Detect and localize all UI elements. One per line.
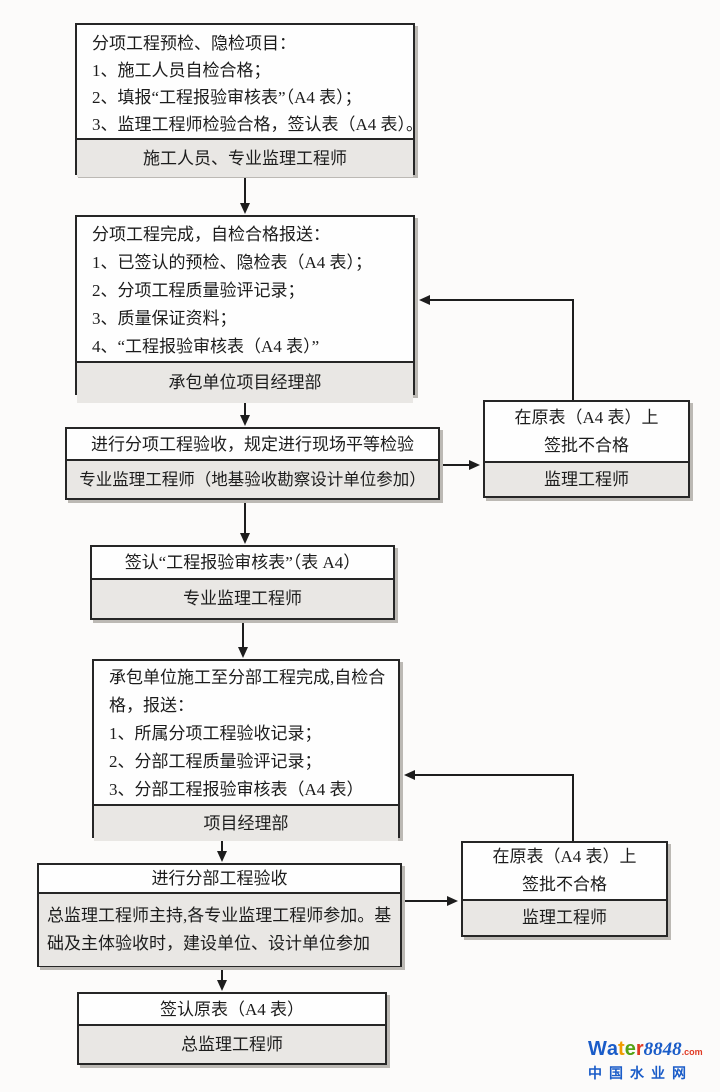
box-line: 承包单位施工至分部工程完成,自检合格，报送： bbox=[109, 668, 386, 715]
arrow-box6-to-reject2 bbox=[402, 896, 458, 906]
responsible-party: 施工人员、专业监理工程师 bbox=[77, 138, 413, 177]
division-completion-report-body: 承包单位施工至分部工程完成,自检合格，报送： 1、所属分项工程验收记录； 2、分… bbox=[94, 661, 398, 804]
reject-note-box-1: 在原表（A4 表）上 签批不合格 监理工程师 bbox=[483, 400, 690, 498]
watermark-letter: r bbox=[635, 1038, 644, 1060]
subitem-acceptance-title: 进行分项工程验收，规定进行现场平等检验 bbox=[91, 434, 414, 454]
responsible-party: 监理工程师 bbox=[485, 461, 688, 496]
responsible-party: 总监理工程师主持,各专业监理工程师参加。基础及主体验收时，建设单位、设计单位参加 bbox=[39, 892, 400, 966]
arrow-reject2-to-box5 bbox=[404, 770, 574, 841]
arrow-box1-to-box2 bbox=[240, 175, 250, 214]
watermark-letter: t bbox=[618, 1038, 625, 1060]
reject-note-2-body: 在原表（A4 表）上 签批不合格 bbox=[463, 843, 666, 899]
box-line: 1、所属分项工程验收记录； bbox=[109, 724, 322, 743]
box-line: 3、质量保证资料； bbox=[92, 309, 237, 328]
precheck-items-body: 分项工程预检、隐检项目： 1、施工人员自检合格； 2、填报“工程报验审核表”（A… bbox=[77, 25, 424, 138]
responsible-party: 项目经理部 bbox=[94, 804, 398, 841]
reject-note-box-2: 在原表（A4 表）上 签批不合格 监理工程师 bbox=[461, 841, 668, 937]
subitem-completion-report-box: 分项工程完成，自检合格报送： 1、已签认的预检、隐检表（A4 表）； 2、分项工… bbox=[75, 215, 415, 403]
watermark-tld: .com bbox=[681, 1047, 703, 1057]
arrow-box6-to-box7 bbox=[217, 967, 227, 991]
responsible-party: 专业监理工程师（地基验收勘察设计单位参加） bbox=[67, 459, 438, 498]
box-line: 2、分部工程质量验评记录； bbox=[109, 752, 322, 771]
box-line: 分项工程预检、隐检项目： bbox=[92, 34, 296, 53]
division-acceptance-box: 进行分部工程验收 总监理工程师主持,各专业监理工程师参加。基础及主体验收时，建设… bbox=[37, 863, 402, 967]
arrow-box4-to-box5 bbox=[238, 620, 248, 658]
sign-original-form-box: 签认原表（A4 表） 总监理工程师 bbox=[77, 992, 387, 1065]
arrow-box5-to-box6 bbox=[217, 838, 227, 862]
box-line: 4、“工程报验审核表（A4 表）” bbox=[92, 337, 320, 356]
box-line: 3、监理工程师检验合格，签认表（A4 表）。 bbox=[92, 115, 424, 134]
watermark-letter: W bbox=[588, 1038, 607, 1060]
box-line: 在原表（A4 表）上 bbox=[492, 847, 637, 866]
sign-review-form-box: 签认“工程报验审核表”（表 A4） 专业监理工程师 bbox=[90, 545, 395, 620]
arrow-box3-to-reject1 bbox=[440, 460, 480, 470]
responsible-party: 专业监理工程师 bbox=[92, 578, 393, 618]
precheck-items-box: 分项工程预检、隐检项目： 1、施工人员自检合格； 2、填报“工程报验审核表”（A… bbox=[75, 23, 424, 177]
box-line: 在原表（A4 表）上 bbox=[514, 407, 659, 427]
box-line: 1、已签认的预检、隐检表（A4 表）； bbox=[92, 253, 373, 272]
responsible-party: 总监理工程师 bbox=[79, 1024, 385, 1063]
subitem-acceptance-box: 进行分项工程验收，规定进行现场平等检验 专业监理工程师（地基验收勘察设计单位参加… bbox=[65, 427, 440, 500]
watermark-subtitle: 中国水业网 bbox=[588, 1065, 693, 1081]
box-line: 2、填报“工程报验审核表”（A4 表）； bbox=[92, 88, 362, 107]
sign-original-form-title: 签认原表（A4 表） bbox=[159, 999, 305, 1019]
subitem-completion-report-body: 分项工程完成，自检合格报送： 1、已签认的预检、隐检表（A4 表）； 2、分项工… bbox=[77, 217, 413, 361]
watermark: Water8848.com 中国水业网 bbox=[588, 1038, 718, 1083]
box-line: 2、分项工程质量验评记录； bbox=[92, 281, 305, 300]
watermark-letter: a bbox=[606, 1038, 619, 1060]
watermark-number: 8848 bbox=[643, 1039, 682, 1060]
watermark-letter: e bbox=[624, 1038, 636, 1060]
watermark-logo: Water8848.com bbox=[588, 1038, 718, 1063]
box-line: 3、分部工程报验审核表（A4 表） bbox=[109, 780, 364, 799]
responsible-party: 承包单位项目经理部 bbox=[77, 361, 413, 403]
division-completion-report-box: 承包单位施工至分部工程完成,自检合格，报送： 1、所属分项工程验收记录； 2、分… bbox=[92, 659, 400, 841]
box-line: 签批不合格 bbox=[522, 875, 607, 894]
box-line: 1、施工人员自检合格； bbox=[92, 61, 271, 80]
reject-note-1-body: 在原表（A4 表）上 签批不合格 bbox=[485, 402, 688, 461]
box-line: 签批不合格 bbox=[544, 435, 629, 455]
division-acceptance-title: 进行分部工程验收 bbox=[151, 869, 288, 888]
arrow-reject1-to-box2 bbox=[419, 295, 574, 400]
sign-review-form-title: 签认“工程报验审核表”（表 A4） bbox=[124, 553, 361, 572]
responsible-party: 监理工程师 bbox=[463, 899, 666, 935]
box-line: 分项工程完成，自检合格报送： bbox=[92, 225, 330, 244]
arrow-box3-to-box4 bbox=[240, 500, 250, 544]
